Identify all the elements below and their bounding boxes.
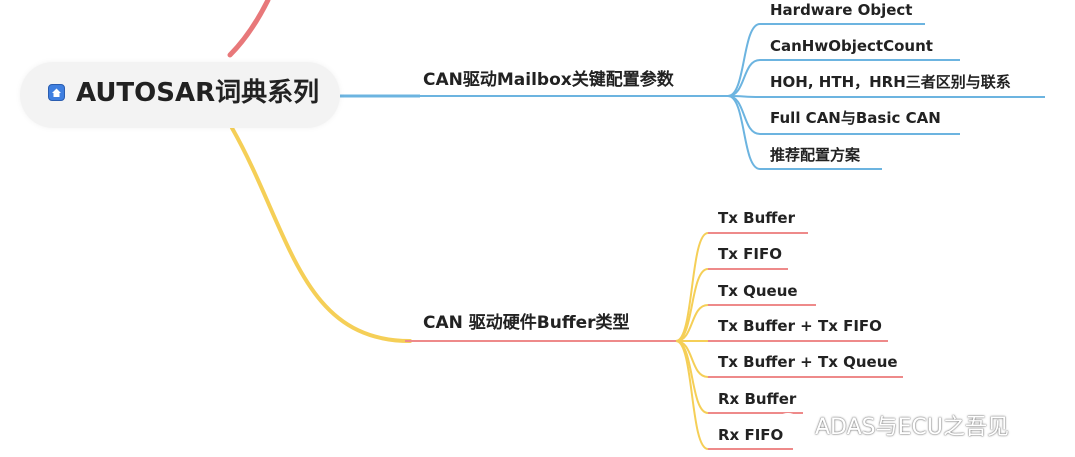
leaf-connector [675,268,709,342]
leaf-canhwobjectcount[interactable]: CanHwObjectCount [770,37,933,55]
leaf-connector [727,59,761,97]
leaf-rx-buffer[interactable]: Rx Buffer [718,390,797,408]
leaf-connector [675,340,709,378]
branch-1-label[interactable]: CAN驱动Mailbox关键配置参数 [423,70,674,90]
leaf-tx-fifo[interactable]: Tx FIFO [718,245,782,263]
watermark-text: ADAS与ECU之吾见 [815,415,1009,440]
leaf-tx-buffer-tx-queue[interactable]: Tx Buffer + Tx Queue [718,353,898,371]
leaf-connector [675,340,709,450]
leaf-rx-fifo[interactable]: Rx FIFO [718,426,784,444]
leaf-hoh-hth-hrh[interactable]: HOH, HTH，HRH三者区别与联系 [770,73,1011,91]
leaf-hardware-object[interactable]: Hardware Object [770,1,913,19]
branch-1-leaf-connectors [727,23,1045,170]
leaf-tx-buffer-tx-fifo[interactable]: Tx Buffer + Tx FIFO [718,317,882,335]
branch-2-connector [230,126,412,343]
branch-2-leaf-connectors [675,232,903,450]
leaf-connector [727,95,761,170]
leaf-connector [727,23,761,97]
leaf-tx-queue[interactable]: Tx Queue [718,282,798,300]
home-icon [48,84,65,101]
leaf-full-basic-can[interactable]: Full CAN与Basic CAN [770,109,941,127]
top-branch-connector [227,0,271,58]
root-title: AUTOSAR词典系列 [76,78,320,108]
leaf-tx-buffer[interactable]: Tx Buffer [718,209,795,227]
branch-2-label[interactable]: CAN 驱动硬件Buffer类型 [423,313,630,333]
leaf-recommended-config[interactable]: 推荐配置方案 [770,146,861,164]
watermark: ADAS与ECU之吾见 [775,411,1009,440]
wechat-icon [775,412,809,438]
leaf-connector [675,232,709,342]
root-node[interactable] [20,62,340,128]
leaf-connector [675,304,709,342]
